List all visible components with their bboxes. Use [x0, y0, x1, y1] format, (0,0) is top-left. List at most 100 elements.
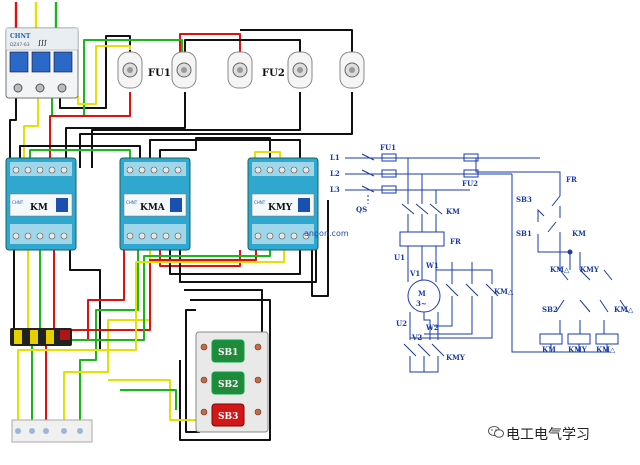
sch-qs: QS: [356, 205, 367, 214]
fuse-row: FU1 FU2: [117, 51, 365, 89]
breaker-brand: CHNT: [10, 33, 31, 40]
circuit-breaker[interactable]: CHNT DZ47-63 ꭍꭍꭍ: [5, 27, 79, 99]
wiring: [9, 2, 353, 441]
sch-motor: M: [418, 289, 426, 298]
terminal-block: [11, 419, 93, 443]
sch-coil-km: KM: [542, 345, 556, 354]
svg-text:SB2: SB2: [218, 380, 238, 390]
bus-kma-kmy-black-b: [159, 137, 271, 160]
sch-l2: L2: [330, 169, 340, 178]
svg-text:SB3: SB3: [218, 412, 238, 422]
sch-kmy-ctrl: KMY: [580, 265, 600, 274]
kmy-right-wire: [311, 200, 329, 297]
breaker-coil-symbol: ꭍꭍꭍ: [38, 39, 47, 48]
sch-v2: V2: [411, 333, 422, 342]
contactor-terminals: [12, 166, 310, 240]
ctrl-yellow: [108, 379, 200, 421]
breaker-model: DZ47-63: [10, 42, 30, 48]
sch-km-delta: KM△: [494, 287, 514, 296]
fuse-3[interactable]: [227, 51, 253, 89]
contactor-kma[interactable]: CHNT KMA: [119, 157, 191, 251]
breaker-handle-3[interactable]: [53, 51, 73, 73]
fuse-4[interactable]: [287, 51, 313, 89]
sch-sb2: SB2: [542, 305, 558, 314]
sch-coil-kmy: KMY: [568, 345, 588, 354]
coil-kmy: [567, 333, 591, 345]
sch-sb1: SB1: [516, 229, 532, 238]
schematic-labels: L1 L2 L3 QS FU1 FU2 KM FR U1 V1 W1 M 3~ …: [330, 143, 634, 362]
ctrl-wire-a: [184, 289, 263, 332]
km-label: KM: [30, 203, 48, 213]
km-delta-contacts: [445, 283, 499, 297]
sch-w1: W1: [425, 261, 439, 270]
kma-kmy-red: [159, 250, 241, 267]
coil-km: [539, 333, 563, 345]
fu2-label: FU2: [262, 68, 285, 79]
sch-fu1: FU1: [380, 143, 396, 152]
sb1-button[interactable]: SB1: [211, 339, 245, 363]
fuse-5[interactable]: [339, 51, 365, 89]
kma-label: KMA: [140, 203, 166, 213]
fuse-1[interactable]: [117, 51, 143, 89]
fr-heater: [399, 231, 445, 247]
sch-ctrl-fr: FR: [566, 175, 577, 184]
kma-kmy-black-b: [179, 250, 317, 283]
bus-kmy-yellow: [254, 151, 281, 158]
svg-text:SB1: SB1: [218, 348, 238, 358]
website-watermark: angon.com: [304, 229, 349, 238]
kmy-green-long: [31, 250, 271, 420]
breaker-screw-2: [35, 83, 45, 93]
fu2-fuse-a: [463, 153, 479, 162]
kmy-label: KMY: [268, 203, 293, 213]
push-button-terminals: [200, 343, 262, 416]
sch-u2: U2: [396, 319, 407, 328]
sch-v1: V1: [409, 269, 420, 278]
fu-bridge-red: [179, 33, 241, 60]
kma-green-down: [79, 250, 139, 420]
km-brand: CHNT: [12, 200, 24, 205]
sch-fu2: FU2: [462, 179, 478, 188]
kmy-yellow-long: [17, 250, 285, 420]
sch-sb3: SB3: [516, 195, 532, 204]
sb2-button[interactable]: SB2: [211, 371, 245, 395]
fu1-fuse-a: [381, 153, 397, 162]
ctrl-green: [120, 389, 177, 410]
fu-bridge-black: [184, 39, 301, 60]
breaker-to-km-wire: [9, 96, 17, 170]
sch-fr: FR: [450, 237, 461, 246]
sch-km-delta-ctrl: KM△: [550, 265, 570, 274]
qs-switch: [361, 153, 375, 193]
sch-u1: U1: [394, 253, 405, 262]
sch-km: KM: [446, 207, 460, 216]
coil-kmd: [595, 333, 619, 345]
sb3-button[interactable]: SB3: [211, 403, 245, 427]
kma-red-down: [87, 250, 125, 340]
ctrl-wire-c: [185, 309, 200, 433]
green-to-fu-wire: [51, 39, 183, 117]
thermal-relay[interactable]: [10, 328, 72, 346]
bus-km-kma-green: [29, 149, 131, 158]
sch-km-aux: KM: [572, 229, 586, 238]
wechat-icon: [488, 426, 504, 438]
fu2-out-black: [91, 92, 301, 168]
fu1-out-black: [65, 92, 186, 168]
kma-brand: CHNT: [126, 200, 138, 205]
fuse-2[interactable]: [171, 51, 197, 89]
sch-l3: L3: [330, 185, 340, 194]
fu1-out-red: [49, 92, 131, 170]
contactor-km[interactable]: CHNT KM: [5, 157, 77, 251]
km-main-contacts: [401, 203, 443, 215]
kmy-brand: CHNT: [254, 200, 266, 205]
sch-motor-sub: 3~: [416, 299, 427, 308]
yellow-to-fu-wire: [77, 45, 131, 105]
bus-kma-kmy-black: [149, 139, 301, 160]
schematic: [345, 153, 629, 373]
fu1-label: FU1: [148, 68, 171, 79]
sch-km-delta-right: KM△: [614, 305, 634, 314]
ctrl-wire-b: [179, 299, 271, 441]
breaker-handle-2[interactable]: [31, 51, 51, 73]
breaker-screw-1: [13, 83, 23, 93]
breaker-handle-1[interactable]: [9, 51, 29, 73]
